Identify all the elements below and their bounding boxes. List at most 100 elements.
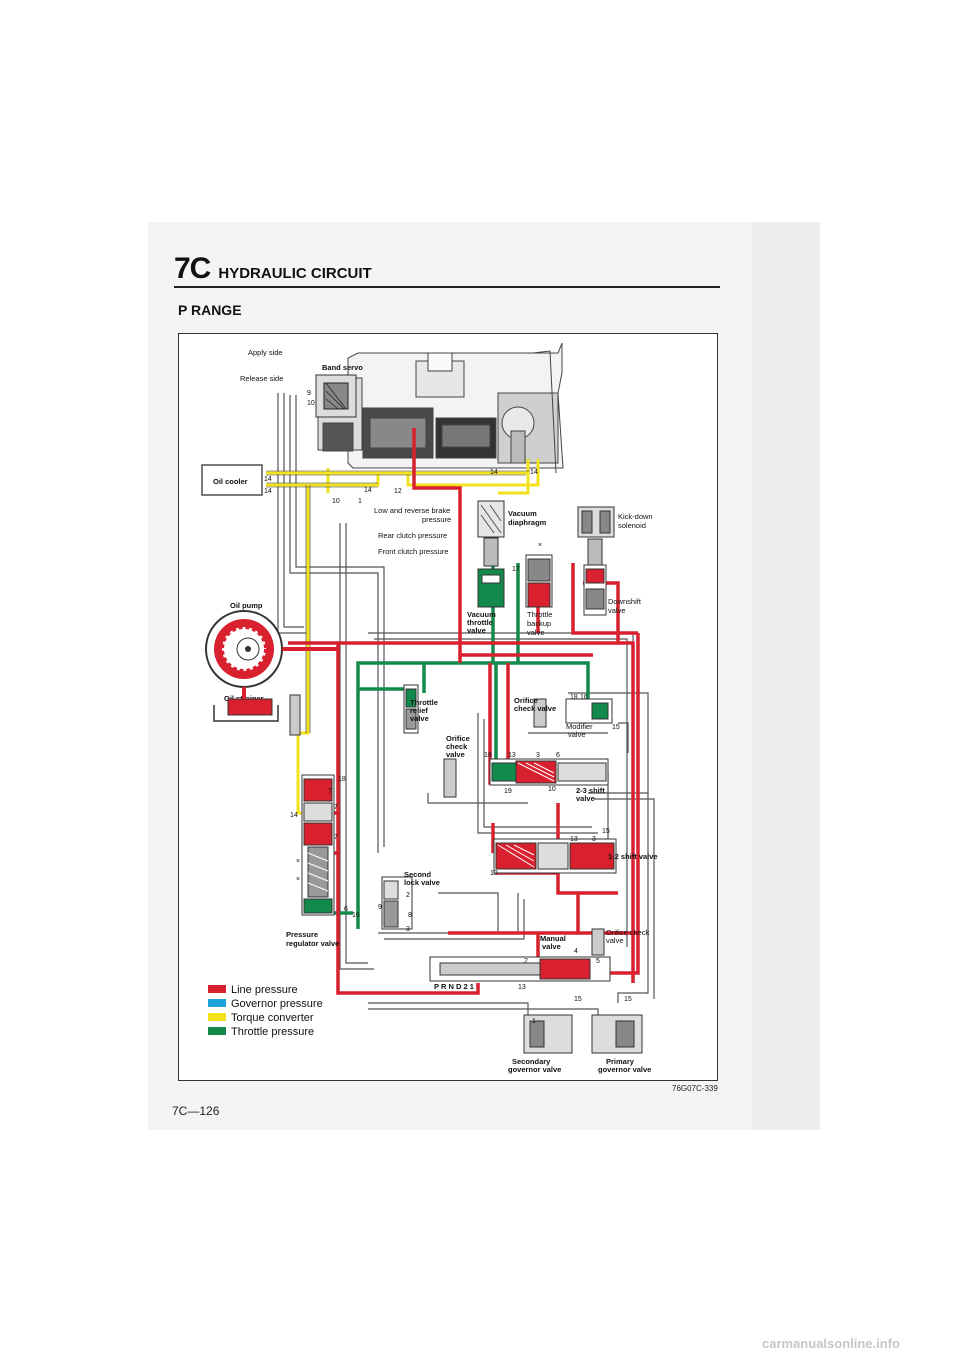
legend-swatch bbox=[208, 999, 226, 1007]
port-7: 7 bbox=[334, 834, 338, 841]
port-4: 4 bbox=[574, 948, 578, 955]
port-2: 2 bbox=[406, 892, 410, 899]
legend-swatch bbox=[208, 1027, 226, 1035]
port-16: 16 bbox=[352, 912, 360, 919]
port-6: 6 bbox=[556, 752, 560, 759]
low-reverse-label-1: Low and reverse brake bbox=[374, 506, 450, 515]
port-5: 5 bbox=[596, 958, 600, 965]
port-15: 15 bbox=[624, 996, 632, 1003]
pressure-reg-label-1: Pressure bbox=[286, 930, 318, 939]
shift-12-label: 1-2 shift valve bbox=[608, 852, 658, 861]
port-1: 1 bbox=[532, 1018, 536, 1025]
port-8: 8 bbox=[408, 912, 412, 919]
orifice-check-mid-label-3: valve bbox=[446, 750, 465, 759]
second-lock-label-1: Second bbox=[404, 870, 432, 879]
second-lock-label-2: lock valve bbox=[404, 878, 440, 887]
shift-23-label-2: valve bbox=[576, 794, 595, 803]
page-header: 7C HYDRAULIC CIRCUIT bbox=[174, 252, 372, 286]
port-9: 9 bbox=[378, 904, 382, 911]
front-clutch-label: Front clutch pressure bbox=[378, 547, 448, 556]
section-title: HYDRAULIC CIRCUIT bbox=[218, 265, 372, 282]
page-number: 7C—126 bbox=[172, 1104, 220, 1118]
modifier-label-1: Modifier bbox=[566, 722, 593, 731]
legend-swatch bbox=[208, 1013, 226, 1021]
throttle-backup-label-2: backup bbox=[527, 619, 551, 628]
port-9: 9 bbox=[307, 390, 311, 397]
oil-cooler: Oil cooler bbox=[201, 464, 263, 496]
port-3: 3 bbox=[592, 836, 596, 843]
port-18: 18 bbox=[338, 776, 346, 783]
throttle-relief-label-2: relief bbox=[410, 706, 428, 715]
orifice-check-mid-label-2: check bbox=[446, 742, 468, 751]
oil-pump-label: Oil pump bbox=[230, 601, 263, 610]
band-servo-label: Band servo bbox=[322, 363, 363, 372]
port-3: 3 bbox=[406, 926, 410, 933]
port-14: 14 bbox=[490, 469, 498, 476]
port-numbers: 14 14 14 14 14 10 1 9 10 12 17 18 16 15 … bbox=[264, 390, 632, 1025]
port-15: 15 bbox=[612, 724, 620, 731]
port-7: 7 bbox=[334, 804, 338, 811]
port-13: 13 bbox=[570, 836, 578, 843]
kickdown-label-2: solenoid bbox=[618, 521, 646, 530]
secondary-gov-label-1: Secondary bbox=[512, 1057, 551, 1066]
manual-label-1: Manual bbox=[540, 934, 566, 943]
port-1: 1 bbox=[358, 498, 362, 505]
modifier-label-2: valve bbox=[568, 730, 586, 739]
port-3: 3 bbox=[536, 752, 540, 759]
band-servo bbox=[315, 374, 357, 418]
drain-x: × bbox=[296, 858, 300, 865]
shift-23-label-1: 2-3 shift bbox=[576, 786, 605, 795]
header-rule bbox=[174, 286, 720, 288]
downshift-label-1: Downshift bbox=[608, 597, 642, 606]
watermark: carmanualsonline.info bbox=[762, 1336, 900, 1351]
drain-x: × bbox=[296, 876, 300, 883]
orifice-check-low-label-2: valve bbox=[606, 936, 624, 945]
pressure-reg-label-2: regulator valve bbox=[286, 939, 339, 948]
port-18: 18 bbox=[570, 694, 578, 701]
port-19: 19 bbox=[504, 788, 512, 795]
throttle-backup-label-3: valve bbox=[527, 628, 545, 637]
vacuum-throttle-label-2: throttle bbox=[467, 618, 493, 627]
port-12: 12 bbox=[394, 488, 402, 495]
port-14: 14 bbox=[364, 487, 372, 494]
oil-cooler-box bbox=[201, 464, 263, 496]
port-14: 14 bbox=[530, 469, 538, 476]
port-10: 10 bbox=[332, 498, 340, 505]
component-labels: Apply side Release side Band servo Low a… bbox=[240, 348, 658, 1074]
port-15: 15 bbox=[574, 996, 582, 1003]
primary-gov-label-1: Primary bbox=[606, 1057, 635, 1066]
vacuum-diaphragm-label-1: Vacuum bbox=[508, 509, 537, 518]
release-side-label: Release side bbox=[240, 374, 283, 383]
port-10: 10 bbox=[307, 400, 315, 407]
orifice-check-low-label-1: Orifice check bbox=[606, 928, 650, 937]
port-13: 13 bbox=[508, 752, 516, 759]
throttle-relief-label-1: Throttle bbox=[410, 698, 438, 707]
port-2: 2 bbox=[524, 958, 528, 965]
apply-side-label: Apply side bbox=[248, 348, 283, 357]
vacuum-throttle-label-3: valve bbox=[467, 626, 486, 635]
oil-cooler-label: Oil cooler bbox=[213, 477, 248, 486]
legend-label: Line pressure bbox=[231, 984, 298, 996]
manual-label-2: valve bbox=[542, 942, 561, 951]
orifice-check-mid-label-1: Orifice bbox=[446, 734, 470, 743]
range-title: P RANGE bbox=[178, 302, 242, 318]
selector-positions: P R N D 2 1 bbox=[434, 982, 474, 991]
hydraulic-circuit-diagram: Oil cooler Oil pump Oil strainer bbox=[201, 342, 658, 1074]
torque-converter-outlines bbox=[266, 470, 530, 733]
port-10: 10 bbox=[548, 786, 556, 793]
orifice-check-top-label-2: check valve bbox=[514, 704, 556, 713]
kickdown-label-1: Kick-down bbox=[618, 512, 653, 521]
rear-clutch-label: Rear clutch pressure bbox=[378, 531, 447, 540]
port-7: 7 bbox=[328, 788, 332, 795]
low-reverse-label-2: pressure bbox=[422, 515, 451, 524]
vacuum-diaphragm-label-2: diaphragm bbox=[508, 518, 547, 527]
legend-label: Governor pressure bbox=[231, 998, 323, 1010]
port-15: 15 bbox=[602, 828, 610, 835]
valve-bodies bbox=[289, 500, 643, 1054]
secondary-gov-label-2: governor valve bbox=[508, 1065, 561, 1074]
oil-pump bbox=[205, 610, 338, 688]
port-13: 13 bbox=[518, 984, 526, 991]
port-14: 14 bbox=[290, 812, 298, 819]
legend-label: Torque converter bbox=[231, 1012, 314, 1024]
